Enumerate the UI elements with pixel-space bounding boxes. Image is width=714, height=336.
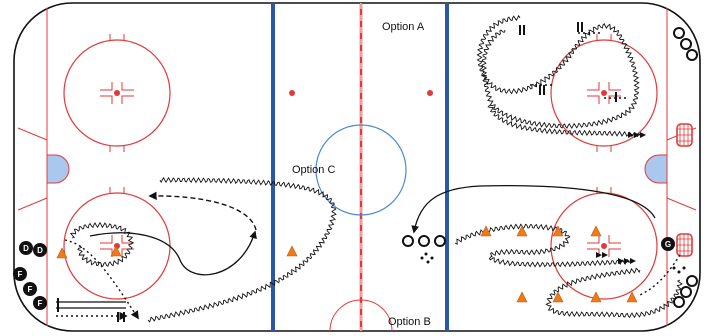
pass-dashed-left-return	[148, 191, 257, 231]
right-blue-line	[445, 3, 449, 331]
cone-icon	[56, 247, 68, 259]
cone-icon	[480, 225, 492, 237]
skate-path-right-lower-1	[454, 223, 631, 268]
left-blue-line	[271, 3, 275, 331]
player-label: F	[18, 270, 23, 279]
player-label: F	[28, 285, 33, 294]
skate-path-left-loop	[69, 221, 134, 267]
player-badge-d: D	[33, 243, 47, 257]
cone-icon	[590, 291, 602, 303]
skate-path-right-lower-2	[545, 267, 683, 319]
option-c-label: Option C	[292, 164, 335, 176]
pass-dotted-right-bottom	[639, 254, 681, 296]
pass-and-skate-lines	[56, 185, 656, 309]
cone-icon	[552, 225, 564, 237]
puck-group-left-center	[402, 235, 446, 247]
chevron-icon	[628, 132, 646, 138]
skate-arrow-left-curve	[89, 230, 257, 276]
cone-icon	[516, 291, 528, 303]
neutral-zone-dot	[427, 90, 433, 96]
cone-icon	[590, 225, 602, 237]
player-badge-f: F	[13, 267, 27, 281]
player-label: D	[37, 246, 43, 255]
puck-pile-right-bottom	[672, 266, 686, 274]
skate-path-option-a-bottom	[487, 104, 641, 137]
net-icon	[676, 233, 693, 257]
option-a-label: Option A	[382, 21, 425, 33]
skate-arrow-right-curve	[411, 185, 656, 234]
left-trapezoid	[17, 127, 48, 211]
player-label: D	[23, 244, 29, 253]
cone-icon	[626, 291, 638, 303]
puck-group-right-top	[673, 27, 698, 61]
right-top-faceoff-circle	[550, 34, 658, 152]
chevron-icon	[596, 252, 608, 258]
cone-icon	[516, 225, 528, 237]
rink-boards	[13, 2, 701, 332]
left-top-faceoff-circle	[63, 34, 171, 152]
player-label: G	[665, 240, 671, 249]
player-badge-g: G	[661, 237, 675, 251]
puck-group-right-bottom	[673, 275, 698, 308]
player-label: F	[38, 299, 43, 308]
left-goal-crease	[46, 154, 70, 184]
skate-path-option-c	[147, 176, 337, 323]
drill-paths	[69, 14, 683, 323]
player-badge-d: D	[19, 241, 33, 255]
skate-path-option-a-top	[476, 14, 640, 130]
puck-pile-center	[420, 252, 434, 264]
player-badge-f: F	[33, 296, 47, 310]
right-goal-crease	[644, 154, 668, 184]
net-icon	[676, 123, 693, 147]
cone-icon	[552, 291, 564, 303]
skate-chevrons	[596, 132, 646, 264]
referee-crease	[329, 299, 393, 332]
neutral-zone-dot	[289, 90, 295, 96]
puck-line-left-bottom	[56, 301, 126, 309]
chevron-icon	[618, 258, 636, 264]
stop-marks	[57, 22, 617, 322]
center-faceoff-circle	[315, 124, 407, 216]
cone-icon	[286, 245, 298, 257]
option-b-label: Option B	[388, 316, 431, 328]
player-badge-f: F	[23, 282, 37, 296]
cone-icon	[110, 245, 122, 257]
cones-group	[56, 225, 638, 303]
